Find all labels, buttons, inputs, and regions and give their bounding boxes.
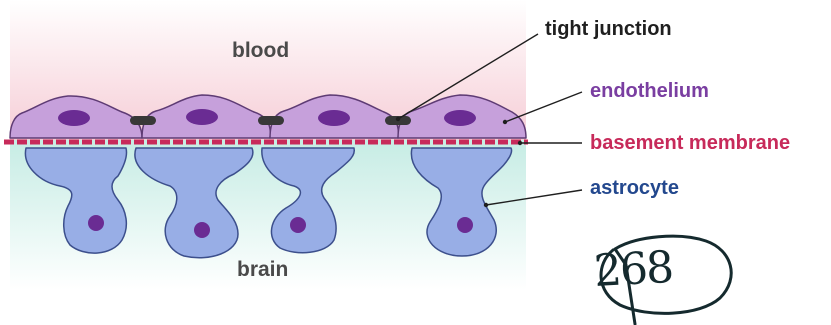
leader-dot — [396, 117, 400, 121]
tight-junction-label: tight junction — [545, 19, 672, 39]
astrocyte-nucleus — [457, 217, 473, 233]
endothelium-label: endothelium — [590, 81, 709, 101]
basement-membrane-label: basement membrane — [590, 133, 790, 153]
astrocyte-nucleus — [290, 217, 306, 233]
handwritten-page-number: 268 — [593, 246, 673, 294]
astrocyte-label: astrocyte — [590, 178, 679, 198]
astrocyte-nucleus — [194, 222, 210, 238]
endothelial-nucleus — [444, 110, 476, 126]
tight-junction — [258, 116, 284, 125]
brain-label: brain — [237, 259, 288, 280]
leader-dot — [503, 120, 507, 124]
leader-dot — [484, 203, 488, 207]
astrocyte-nucleus — [88, 215, 104, 231]
tight-junction — [130, 116, 156, 125]
leader-dot — [518, 141, 522, 145]
endothelial-nucleus — [186, 109, 218, 125]
blood-label: blood — [232, 40, 289, 61]
endothelial-nucleus — [58, 110, 90, 126]
endothelial-nucleus — [318, 110, 350, 126]
